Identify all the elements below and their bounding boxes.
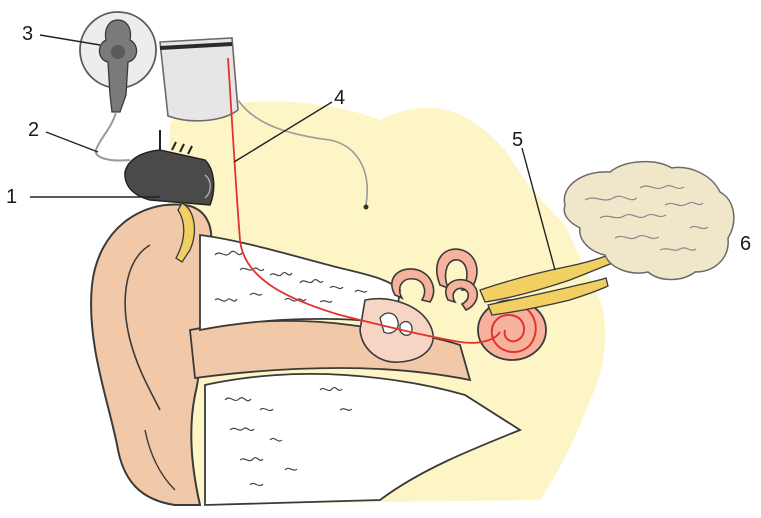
leader-line-2 bbox=[46, 132, 98, 152]
callout-1: 1 bbox=[6, 186, 17, 208]
reference-electrode-tip bbox=[364, 205, 369, 210]
implant-receiver-icon bbox=[160, 38, 238, 121]
callout-5: 5 bbox=[512, 129, 523, 151]
coil-cable bbox=[96, 112, 130, 161]
transmitter-coil-icon bbox=[80, 12, 156, 112]
callout-3: 3 bbox=[22, 23, 33, 45]
callout-4: 4 bbox=[334, 87, 345, 109]
callout-6: 6 bbox=[740, 233, 751, 255]
callout-2: 2 bbox=[28, 119, 39, 141]
